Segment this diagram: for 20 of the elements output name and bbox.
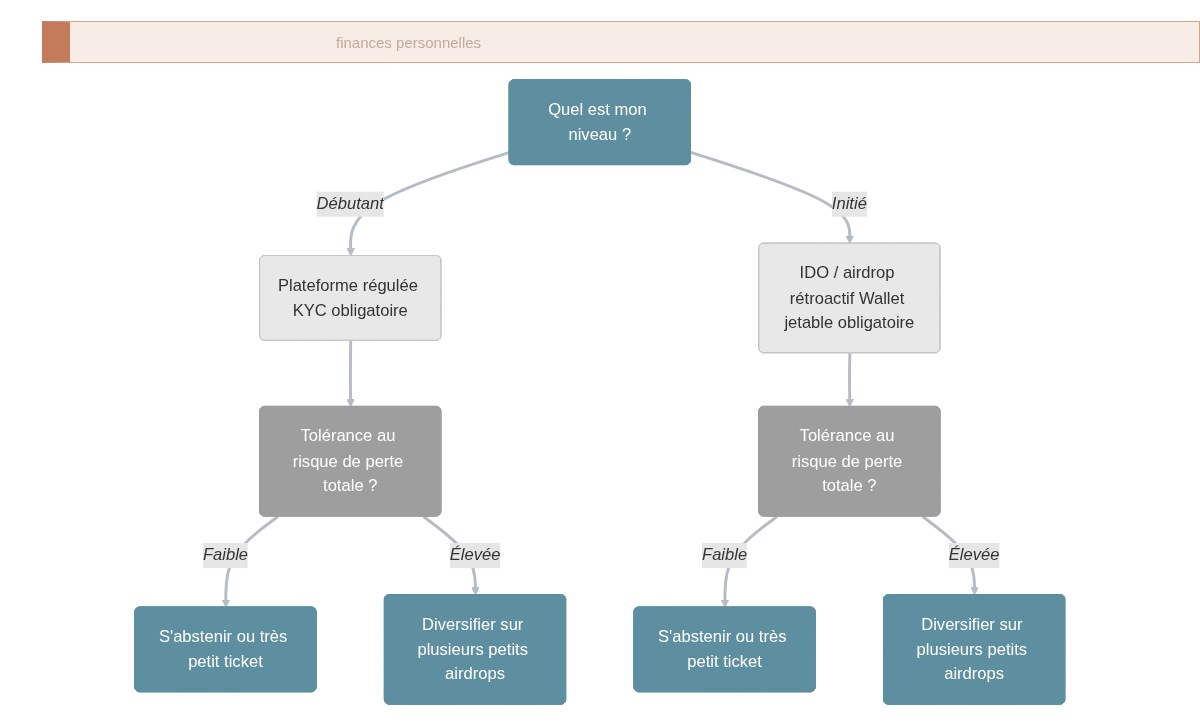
process-box: Diversifier sur plusieurs petits airdrops	[883, 594, 1066, 705]
info-box: IDO / airdrop rétroactif Wallet jetable obligatoire	[758, 242, 941, 354]
header-tagline: finances personnelles	[336, 34, 482, 51]
edge-label: Initié	[832, 191, 868, 217]
edge-label: Élevée	[949, 542, 1000, 568]
edge-label: Faible	[702, 542, 748, 568]
arrow	[845, 353, 855, 408]
process-box: Diversifier sur plusieurs petits airdrops	[384, 594, 567, 705]
info-box: Plateforme régulée KYC obligatoire	[259, 255, 442, 341]
arrow	[346, 340, 356, 408]
edge-label: Élevée	[449, 542, 501, 568]
process-box: S'abstenir ou très petit ticket	[134, 606, 317, 693]
process-box: Quel est mon niveau ?	[508, 79, 692, 166]
edge-label: Débutant	[316, 191, 385, 217]
arrow	[346, 150, 511, 257]
arrow	[690, 150, 855, 244]
decision-box: Tolérance au risque de perte totale ?	[758, 405, 941, 517]
decision-box: Tolérance au risque de perte totale ?	[259, 405, 442, 517]
edge-label: Faible	[203, 542, 249, 568]
process-box: S'abstenir ou très petit ticket	[633, 606, 816, 693]
